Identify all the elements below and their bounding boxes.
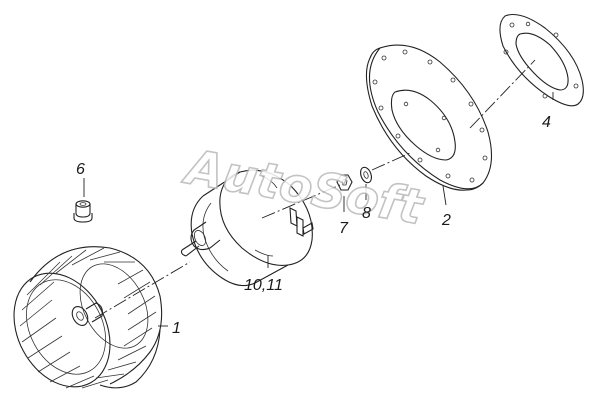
fitting-part (73, 200, 93, 223)
leader-lines (83, 92, 554, 327)
callout-8: 8 (362, 205, 371, 222)
washer-part (360, 166, 372, 184)
callout-2: 2 (441, 212, 451, 229)
nut-part (336, 174, 353, 191)
callout-1: 1 (172, 320, 181, 337)
callout-10-11: 10,11 (244, 277, 283, 294)
leader-2 (442, 185, 447, 206)
gasket-part (499, 13, 584, 107)
flange-plate-part (365, 44, 493, 191)
callout-7: 7 (339, 220, 349, 237)
impeller-blades (19, 247, 157, 389)
watermark-logo: AutoSoft (178, 139, 429, 237)
callout-4: 4 (542, 114, 551, 131)
motor-part (180, 169, 314, 287)
callout-6: 6 (76, 161, 85, 178)
impeller-part (13, 246, 163, 389)
